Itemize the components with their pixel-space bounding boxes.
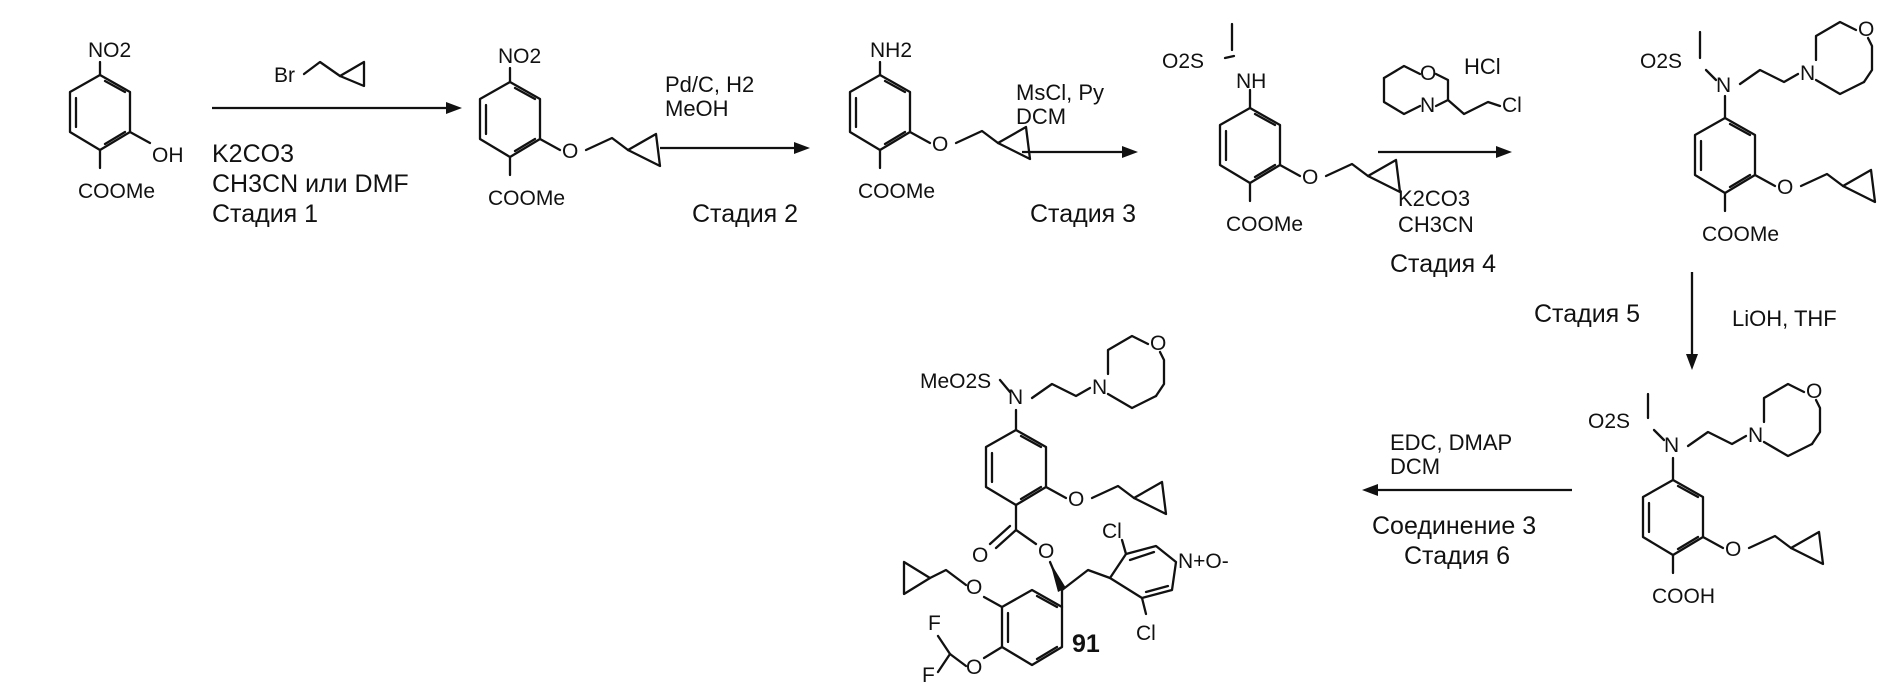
arrow-stage-6 (1362, 484, 1572, 496)
svg-text:COOMe: COOMe (1702, 223, 1779, 246)
nitro-label: NO2 (88, 39, 131, 62)
stage-3-reagent: MsCl, Py (1016, 80, 1104, 105)
arrow-stage-1 (212, 102, 462, 114)
svg-text:O2S: O2S (1640, 50, 1682, 73)
stage-1-label: Стадия 1 (212, 200, 318, 228)
stage-1-base: K2CO3 (212, 140, 294, 168)
svg-text:N: N (1420, 94, 1435, 117)
svg-text:O2S: O2S (1588, 410, 1630, 433)
compound-morpholinoethyl-sulfonamide-ester: O2S N N O O COOMe (1640, 18, 1877, 246)
svg-text:COOMe: COOMe (488, 187, 565, 210)
svg-text:O: O (1150, 332, 1166, 355)
svg-text:N+O-: N+O- (1178, 550, 1229, 573)
stage-3-label: Стадия 3 (1030, 200, 1136, 228)
svg-text:NH: NH (1236, 70, 1266, 93)
svg-text:HCl: HCl (1464, 54, 1501, 79)
compound-mesylamide-ether-benzoate: O2S NH O COOMe (1162, 22, 1402, 236)
svg-text:COOMe: COOMe (858, 180, 935, 203)
compound-morpholinoethyl-sulfonamide-acid: O2S N N O O COOH (1588, 380, 1825, 608)
svg-text:COOH: COOH (1652, 585, 1715, 608)
svg-text:N: N (1716, 74, 1731, 97)
stage-4-solvent: CH3CN (1398, 212, 1474, 237)
compound-nitro-hydroxy-benzoate: NO2 OH COOMe (68, 39, 184, 203)
stage-1-solvent: CH3CN или DMF (212, 170, 409, 198)
svg-text:F: F (928, 612, 941, 635)
stage-6-compound: Соединение 3 (1372, 512, 1536, 540)
stage-6-label: Стадия 6 (1404, 542, 1510, 570)
arrow-stage-3 (1022, 146, 1138, 158)
compound-91: MeO2S N N O O O O Cl N+O- Cl O O F F 91 (902, 332, 1229, 685)
stage-6-solvent: DCM (1390, 454, 1440, 479)
stage-4-base: K2CO3 (1398, 186, 1470, 211)
stage-5-label: Стадия 5 (1534, 300, 1640, 328)
stage-2-solvent: MeOH (665, 96, 729, 121)
svg-text:O: O (1038, 540, 1054, 563)
svg-text:N: N (1800, 62, 1815, 85)
svg-text:N: N (1092, 376, 1107, 399)
svg-text:NH2: NH2 (870, 39, 912, 62)
stage-2-catalyst: Pd/C, H2 (665, 72, 754, 97)
ester-label: COOMe (78, 180, 155, 203)
wedge-bond (1050, 562, 1066, 592)
svg-text:O: O (562, 140, 578, 163)
svg-text:COOMe: COOMe (1226, 213, 1303, 236)
svg-text:O: O (1725, 538, 1741, 561)
svg-text:O: O (972, 544, 988, 567)
svg-text:O: O (1858, 18, 1874, 41)
stage-3-solvent: DCM (1016, 104, 1066, 129)
arrow-stage-4 (1378, 146, 1512, 158)
svg-text:O: O (966, 656, 982, 679)
svg-text:O2S: O2S (1162, 50, 1204, 73)
compound-amino-ether-benzoate: NH2 O COOMe (848, 39, 1032, 203)
stage-2-label: Стадия 2 (692, 200, 798, 228)
svg-text:O: O (1302, 166, 1318, 189)
svg-text:Cl: Cl (1502, 94, 1522, 117)
svg-text:N: N (1664, 434, 1679, 457)
svg-text:O: O (1420, 62, 1436, 85)
svg-text:Cl: Cl (1136, 622, 1156, 645)
svg-text:O: O (932, 133, 948, 156)
reagent-chloroethylmorpholine: O N Cl HCl (1382, 54, 1522, 117)
arrow-stage-5 (1686, 272, 1698, 370)
stage-4-label: Стадия 4 (1390, 250, 1496, 278)
compound-id: 91 (1072, 630, 1100, 658)
svg-text:F: F (922, 664, 935, 685)
svg-text:O: O (1777, 176, 1793, 199)
hydroxy-label: OH (152, 144, 184, 167)
reagent-bromomethylcyclopropane: Br (274, 60, 366, 88)
arrow-stage-2 (660, 142, 810, 154)
svg-text:N: N (1748, 424, 1763, 447)
compound-nitro-ether-benzoate: NO2 O COOMe (478, 45, 662, 210)
svg-text:Br: Br (274, 64, 295, 87)
stage-6-reagent: EDC, DMAP (1390, 430, 1512, 455)
svg-text:Cl: Cl (1102, 520, 1122, 543)
svg-text:O: O (1806, 380, 1822, 403)
svg-text:N: N (1008, 386, 1023, 409)
svg-text:O: O (966, 576, 982, 599)
svg-text:MeO2S: MeO2S (920, 370, 991, 393)
svg-text:NO2: NO2 (498, 45, 541, 68)
stage-5-reagent: LiOH, THF (1732, 306, 1837, 331)
svg-text:O: O (1068, 488, 1084, 511)
